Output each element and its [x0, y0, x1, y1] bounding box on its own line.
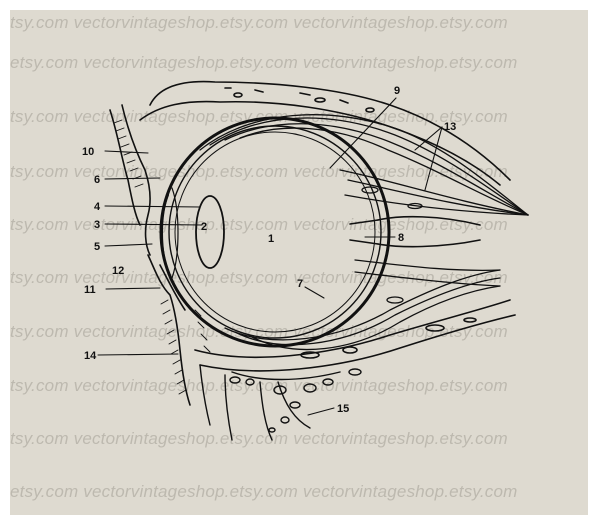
paper-background: tsy.com vectorvintageshop.etsy.com vecto…	[10, 10, 588, 515]
label-2: 2	[201, 221, 207, 233]
label-14: 14	[84, 350, 97, 362]
label-7: 7	[297, 278, 303, 290]
optic-nerve	[350, 217, 480, 247]
label-9: 9	[394, 85, 400, 97]
label-8: 8	[398, 232, 404, 244]
leader-lines	[98, 98, 442, 415]
label-6: 6	[94, 174, 100, 186]
eye-anatomy-diagram: 10 6 4 3 2 5 12 11 14 1 7 8 9 13 15	[10, 10, 588, 515]
label-3: 3	[94, 219, 100, 231]
orbital-roof	[140, 82, 510, 185]
label-15: 15	[337, 403, 349, 415]
label-12: 12	[112, 265, 124, 277]
callout-numbers: 10 6 4 3 2 5 12 11 14 1 7 8 9 13 15	[82, 85, 456, 415]
label-10: 10	[82, 146, 94, 158]
label-5: 5	[94, 241, 100, 253]
label-13: 13	[444, 121, 456, 133]
label-1: 1	[268, 233, 274, 245]
label-11: 11	[84, 284, 96, 296]
label-4: 4	[94, 201, 101, 213]
